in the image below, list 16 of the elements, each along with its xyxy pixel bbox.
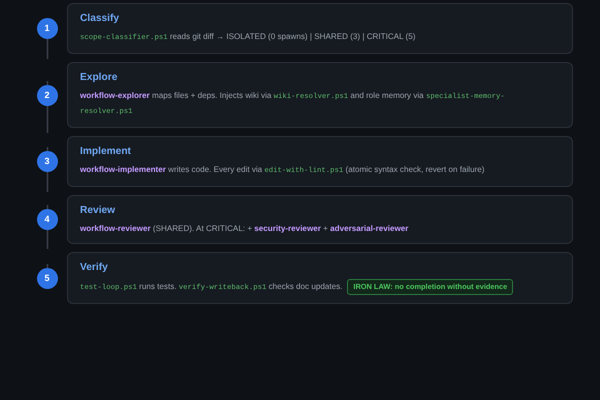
- step-number: 5: [36, 268, 58, 288]
- step-title: Review: [80, 204, 116, 217]
- step-title: Implement: [80, 145, 131, 158]
- step-title: Explore: [80, 71, 118, 84]
- step-title: Classify: [80, 12, 120, 25]
- step-card: [67, 136, 573, 187]
- step-card: [67, 195, 573, 244]
- step-number: 2: [36, 84, 58, 106]
- step-card: [67, 62, 573, 128]
- step-card: [67, 3, 573, 54]
- step-number: 3: [36, 151, 58, 172]
- step-card: [67, 252, 573, 304]
- step-number: 1: [36, 18, 58, 39]
- step-title: Verify: [80, 261, 108, 274]
- step-description: workflow-reviewer (SHARED). At CRITICAL: + security-reviewer + adversarial-reviewer: [80, 223, 408, 236]
- step-number: 4: [36, 209, 58, 230]
